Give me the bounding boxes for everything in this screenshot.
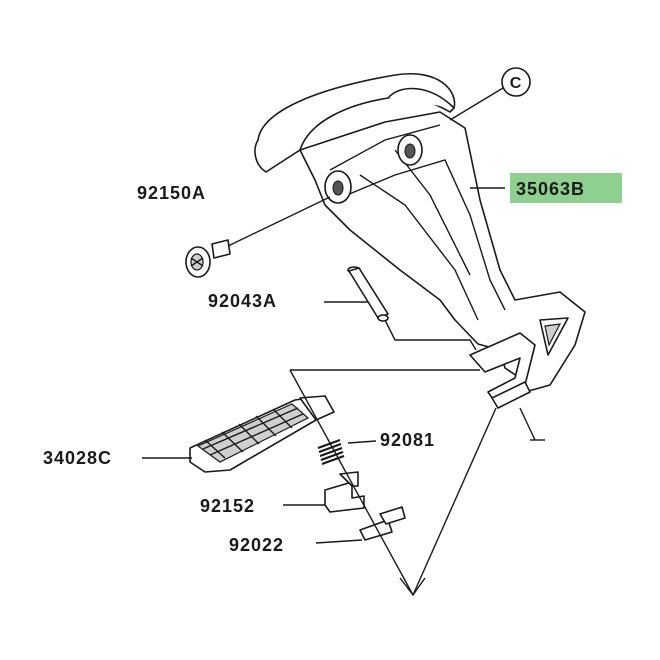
grouping-leaders — [289, 369, 497, 597]
washer-92022[interactable] — [315, 506, 406, 544]
footpeg-34028c[interactable] — [189, 395, 335, 473]
cotter-pin — [519, 407, 545, 441]
part-number-92152[interactable]: 92152 — [200, 496, 255, 516]
label-35063b[interactable]: 35063B — [470, 173, 622, 203]
bolt-92150a[interactable] — [185, 196, 331, 278]
part-number-92022[interactable]: 92022 — [229, 535, 284, 555]
pin-92043a[interactable] — [347, 266, 477, 351]
part-number-92043a[interactable]: 92043A — [208, 291, 277, 311]
highlight-box — [510, 173, 622, 203]
plate-92152[interactable] — [283, 471, 365, 513]
part-number-92081[interactable]: 92081 — [380, 430, 435, 450]
callout-c-label: C — [510, 75, 523, 92]
part-number-92150a[interactable]: 92150A — [137, 183, 206, 203]
callout-c[interactable]: C — [449, 67, 531, 121]
footrest-bracket[interactable] — [254, 72, 586, 409]
part-number-35063b: 35063B — [516, 179, 585, 199]
spring-92081[interactable] — [317, 438, 377, 466]
part-number-34028c[interactable]: 34028C — [43, 448, 112, 468]
